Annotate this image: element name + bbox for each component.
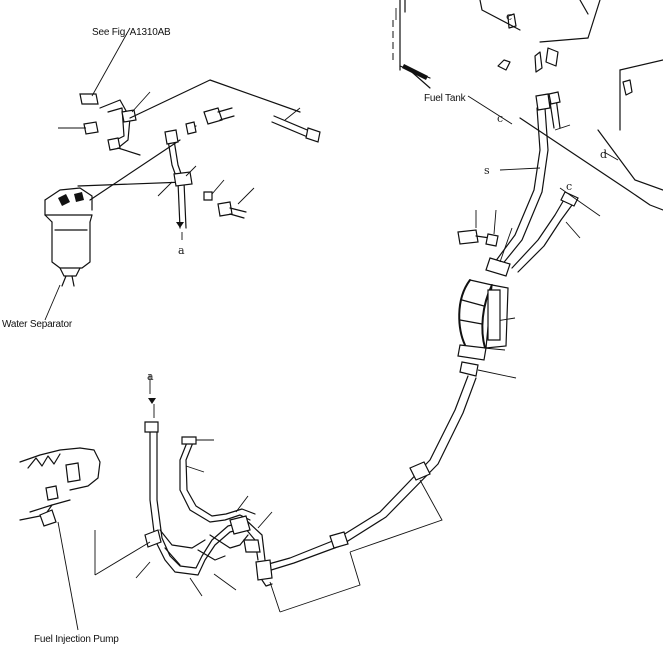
water-separator xyxy=(44,139,186,321)
marker-c-top: c xyxy=(506,10,513,23)
marker-d-tank: d xyxy=(600,148,608,161)
marker-c-left: c xyxy=(497,112,504,125)
fuel-injection-pump-label: Fuel Injection Pump xyxy=(34,634,119,645)
pump-pipes xyxy=(94,421,266,576)
main-fuel-pipe xyxy=(255,91,579,587)
see-fig-label: See Fig. A1310AB xyxy=(92,27,171,38)
water-separator-label: Water Separator xyxy=(2,319,72,330)
connection-arrows xyxy=(148,222,184,404)
marker-a-upper: a xyxy=(178,244,185,257)
injection-pump xyxy=(19,447,101,631)
fuel-tank xyxy=(392,0,663,211)
misc-leaders xyxy=(135,8,619,597)
tank-fittings xyxy=(457,95,601,379)
fuel-tank-label: Fuel Tank xyxy=(424,93,466,104)
bracket-assembly xyxy=(58,27,321,240)
marker-s-tank: s xyxy=(484,164,490,177)
marker-a-lower: a xyxy=(147,370,154,383)
marker-c-tank: c xyxy=(566,180,573,193)
clip-brackets xyxy=(269,479,443,613)
